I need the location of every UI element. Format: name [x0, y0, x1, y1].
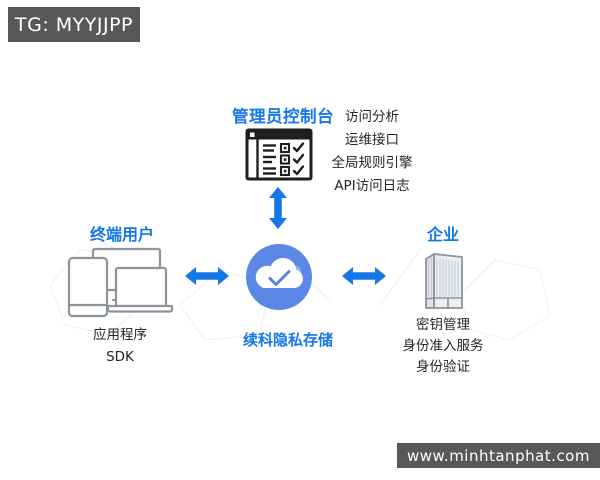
end-users-title: 终端用户 — [89, 225, 154, 244]
cloud-check-icon — [246, 244, 312, 310]
watermark-banner-top: TG: MYYJJPP — [8, 7, 140, 42]
enterprise-title: 企业 — [426, 225, 459, 244]
enterprise-label: 密钥管理 — [416, 317, 470, 333]
horizontal-double-arrow-right-icon — [342, 267, 386, 285]
admin-feature: 访问分析 — [345, 109, 399, 125]
end-users-label-list: 应用程序 SDK — [58, 324, 182, 368]
admin-feature-list: 访问分析 运维接口 全局规则引擎 API访问日志 — [320, 106, 424, 198]
horizontal-double-arrow-left-icon — [185, 267, 229, 285]
watermark-top-label: TG: MYYJJPP — [15, 13, 133, 36]
building-icon — [425, 253, 463, 309]
admin-console-title: 管理员控制台 — [232, 107, 334, 126]
admin-feature: 运维接口 — [345, 132, 399, 148]
vertical-double-arrow-icon — [269, 187, 287, 229]
end-users-label: 应用程序 — [93, 327, 147, 343]
end-users-label: SDK — [106, 349, 134, 365]
enterprise-label: 身份准入服务 — [402, 338, 484, 354]
cloud-storage-label: 续科隐私存储 — [242, 331, 333, 349]
enterprise-label: 身份验证 — [416, 359, 470, 375]
admin-feature: 全局规则引擎 — [331, 155, 413, 171]
watermark-banner-bottom: www.minhtanphat.com — [397, 443, 600, 468]
watermark-bottom-label: www.minhtanphat.com — [407, 446, 590, 465]
devices-icon — [67, 247, 174, 318]
admin-feature: API访问日志 — [334, 178, 410, 194]
console-checklist-icon — [245, 128, 313, 181]
enterprise-label-list: 密钥管理 身份准入服务 身份验证 — [381, 315, 505, 378]
